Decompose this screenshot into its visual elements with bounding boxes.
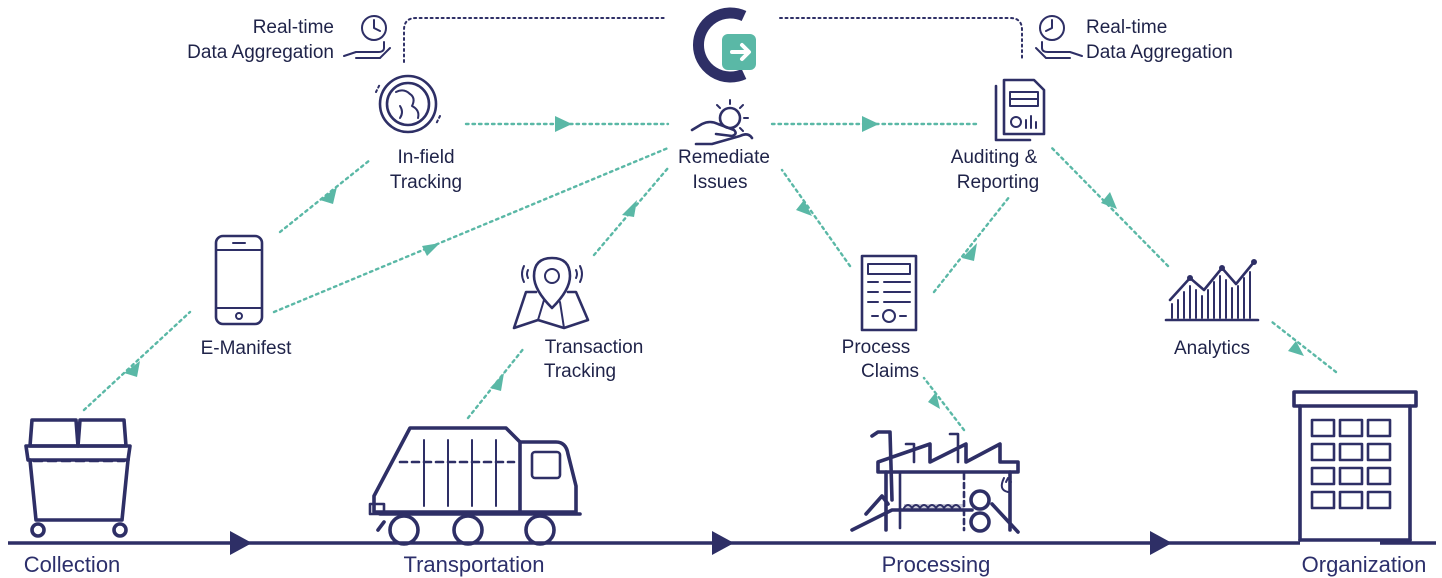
node-transportation: Transportation: [368, 426, 582, 577]
stage-processing: Processing: [882, 552, 991, 577]
map-pin-icon: [512, 256, 590, 330]
flow-arrow-3: [1150, 531, 1172, 555]
e-manifest-label: E-Manifest: [201, 338, 293, 359]
report-document-icon: [994, 78, 1046, 142]
garbage-truck-icon: [368, 426, 582, 546]
aggregation-right-line1: Real-time: [1086, 17, 1167, 38]
stage-transportation: Transportation: [403, 552, 544, 577]
brand-logo-icon: [692, 7, 756, 83]
aggregation-left-line2: Data Aggregation: [187, 42, 334, 63]
transaction-label-1: Transaction: [545, 337, 644, 358]
node-e-manifest: E-Manifest: [201, 234, 293, 359]
flow-arrow-2: [712, 531, 734, 555]
node-infield-tracking: In-field Tracking: [375, 74, 462, 193]
node-analytics: Analytics: [1164, 259, 1260, 359]
dumpster-icon: [24, 418, 132, 538]
process-claims-label-2: Claims: [861, 361, 919, 382]
node-auditing-reporting: Auditing & Reporting: [951, 78, 1046, 193]
main-flow-line: [8, 531, 1436, 555]
claim-invoice-icon: [860, 254, 918, 332]
node-collection: Collection: [24, 418, 132, 577]
auditing-label-1: Auditing &: [951, 147, 1038, 168]
line-chart-icon: [1164, 259, 1260, 322]
remediate-label-2: Issues: [693, 172, 748, 193]
globe-tracking-icon: [375, 74, 441, 134]
stage-organization: Organization: [1302, 552, 1427, 577]
aggregation-link: [403, 17, 1023, 63]
auditing-label-2: Reporting: [957, 172, 1039, 193]
transaction-label-2: Tracking: [544, 361, 616, 382]
aggregation-left: Real-time Data Aggregation: [187, 15, 391, 63]
aggregation-left-line1: Real-time: [253, 17, 334, 38]
office-building-icon: [1292, 390, 1418, 542]
node-remediate-issues: Remediate Issues: [678, 99, 770, 193]
aggregation-right-line2: Data Aggregation: [1086, 42, 1233, 63]
dotted-connectors: [82, 116, 1338, 432]
node-processing: Processing: [850, 430, 1020, 577]
infield-label-2: Tracking: [390, 172, 462, 193]
node-organization: Organization: [1292, 390, 1427, 577]
hand-gear-icon: [690, 99, 754, 146]
remediate-label-1: Remediate: [678, 147, 770, 168]
infield-label-1: In-field: [397, 147, 454, 168]
aggregation-right: Real-time Data Aggregation: [1035, 15, 1233, 63]
smartphone-icon: [214, 234, 264, 326]
clock-hand-icon: [1035, 15, 1083, 59]
node-process-claims: Process Claims: [842, 254, 919, 382]
process-claims-label-1: Process: [842, 337, 911, 358]
stage-collection: Collection: [24, 552, 121, 577]
clock-hand-icon: [343, 15, 391, 59]
node-transaction-tracking: Transaction Tracking: [512, 256, 644, 382]
analytics-label: Analytics: [1174, 338, 1250, 359]
flow-arrow-1: [230, 531, 252, 555]
recycling-plant-icon: [850, 430, 1020, 534]
